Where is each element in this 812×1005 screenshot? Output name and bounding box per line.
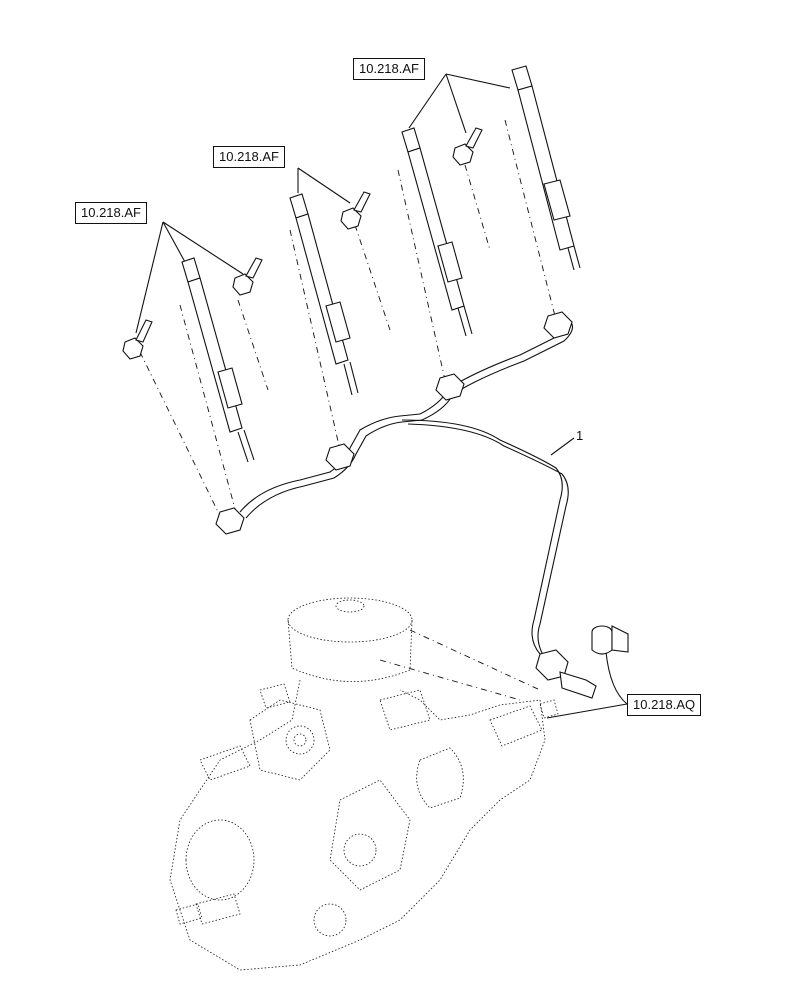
injector-4 bbox=[511, 65, 581, 271]
injection-pump bbox=[169, 597, 559, 971]
injector-1 bbox=[181, 257, 255, 463]
reference-label-injector-group-1[interactable]: 10.218.AF bbox=[353, 58, 425, 80]
callout-fuel-pipe: 1 bbox=[576, 428, 584, 443]
injector-3 bbox=[401, 127, 473, 337]
bolt-1b bbox=[232, 257, 263, 296]
reference-label-pump-connection[interactable]: 10.218.AQ bbox=[627, 694, 702, 716]
fitting-sleeve bbox=[591, 625, 629, 655]
bolt-2 bbox=[340, 191, 371, 230]
reference-label-injector-group-2[interactable]: 10.218.AF bbox=[213, 146, 285, 168]
reference-label-injector-group-3[interactable]: 10.218.AF bbox=[75, 202, 147, 224]
bolt-3 bbox=[452, 127, 483, 166]
leader-lines bbox=[135, 73, 628, 719]
fuel-pipe bbox=[215, 311, 597, 699]
alignment-lines bbox=[139, 119, 557, 701]
injector-2 bbox=[289, 193, 359, 396]
bolt-1a bbox=[122, 319, 153, 360]
